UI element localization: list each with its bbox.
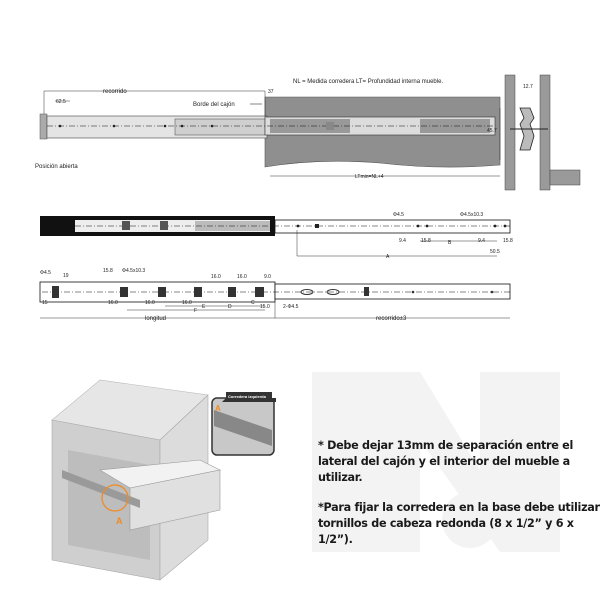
label-longitud: longitud	[145, 316, 166, 322]
dim-45-7: 45.7	[487, 128, 497, 134]
dim-holes: 2-Φ4.5	[283, 304, 299, 310]
dim-37: 37	[268, 89, 274, 95]
inset-marker-a: A	[215, 404, 221, 413]
slide-front-cap	[39, 113, 48, 140]
dim-E: E	[202, 304, 206, 310]
dim-62-5: 62.5	[56, 99, 66, 105]
dim-19: 19	[63, 273, 69, 279]
dim-15-8: 15.8	[421, 238, 431, 244]
installation-notes: * Debe dejar 13mm de separación entre el…	[318, 438, 608, 562]
dim-16-0: 16.0	[237, 274, 247, 280]
marker-a: A	[116, 516, 123, 526]
watermark-logo	[312, 372, 560, 552]
top-view-open-position: NL = Medida corredera LT= Profundidad in…	[35, 79, 501, 180]
section-view: 12.7 45.7	[487, 74, 581, 191]
dim-9-4: 9.4	[478, 238, 485, 244]
bottom-view-slide: Φ4.5 19 15.8 Φ4.5x10.3 16.0 16.0 9.0 15 …	[39, 268, 511, 322]
dim-16-0: 16.0	[211, 274, 221, 280]
dim-15: 15	[42, 300, 48, 306]
label-borde-cajon: Borde del cajón	[193, 102, 235, 108]
note-screws: *Para fijar la corredera en la base debe…	[318, 501, 600, 546]
label-recorrido: recorrido	[103, 89, 127, 95]
cabinet-illustration: A	[51, 379, 221, 581]
inset-label: Corredera izquierda	[228, 394, 267, 399]
dim-9-0: 9.0	[264, 274, 271, 280]
dim-16-0: 16.0	[108, 300, 118, 306]
legend-text: NL = Medida corredera LT= Profundidad in…	[293, 79, 443, 85]
dim-16-0: 16.0	[145, 300, 155, 306]
dim-ltmin: LTmin=NL+4	[355, 174, 384, 180]
dim-16-0: 16.0	[182, 300, 192, 306]
label-posicion-abierta: Posición abierta	[35, 164, 78, 170]
dim-15-8: 15.8	[103, 268, 113, 274]
dim-15-8: 15.8	[503, 238, 513, 244]
note-separation: * Debe dejar 13mm de separación entre el…	[318, 439, 573, 484]
dim-phi-4-5x10-3: Φ4.5x10.3	[460, 212, 483, 218]
detail-circle	[101, 484, 129, 512]
dim-F: F	[194, 308, 197, 314]
dim-D: D	[228, 304, 232, 310]
dim-12-7: 12.7	[523, 84, 533, 90]
dim-A: A	[386, 254, 390, 260]
label-recorrido: recorrido±3	[376, 316, 407, 322]
inset-detail: Corredera izquierda A	[211, 392, 276, 456]
dim-phi-4-5: Φ4.5	[40, 270, 51, 276]
dim-phi-4-5: Φ4.5	[393, 212, 404, 218]
dim-phi-4-5x10-3: Φ4.5x10.3	[122, 268, 145, 274]
dim-15-0: 15.0	[260, 304, 270, 310]
dim-9-4: 9.4	[399, 238, 406, 244]
middle-view-slide: Φ4.5 Φ4.5x10.3 9.4 15.8 9.4 15.8 B A 50.…	[40, 212, 513, 260]
dim-B: B	[448, 240, 452, 246]
dim-C: C	[251, 300, 255, 306]
dim-50-5: 50.5	[490, 249, 500, 255]
